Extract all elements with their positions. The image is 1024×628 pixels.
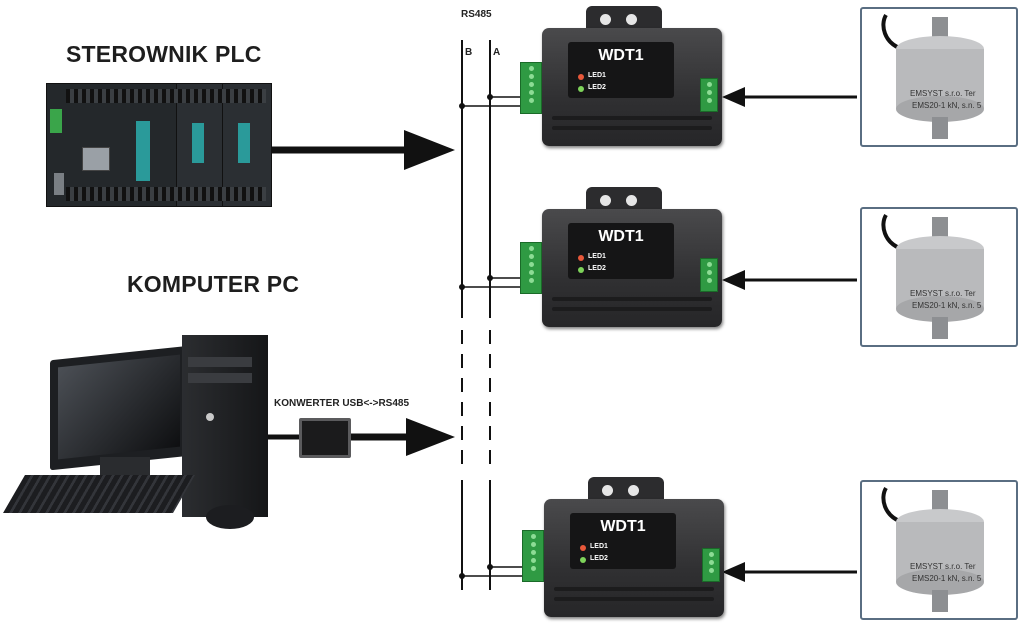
led1-label: LED1 — [588, 72, 606, 79]
led1-label: LED1 — [588, 253, 606, 260]
converter-label: KONWERTER USB<->RS485 — [274, 398, 410, 409]
load-cell-sensor-2: EMSYST s.r.o. Ter EMS20-1 kN, s.n. 5 — [860, 207, 1018, 347]
module-3-terminal-right — [702, 548, 720, 582]
led1-label: LED1 — [590, 543, 608, 550]
led1-indicator — [580, 545, 586, 551]
plc-title: STEROWNIK PLC — [66, 41, 262, 67]
module-1-wires — [459, 94, 522, 109]
sensor-label-line1: EMSYST s.r.o. Ter — [910, 562, 976, 571]
bus-line-a-label: A — [493, 47, 501, 58]
module-name: WDT1 — [600, 518, 646, 535]
load-cell-sensor-3: EMSYST s.r.o. Ter EMS20-1 kN, s.n. 5 — [860, 480, 1018, 620]
module-1-terminal-left — [520, 62, 542, 114]
plc-to-bus-arrow — [271, 130, 455, 170]
module-name: WDT1 — [598, 47, 644, 64]
pc-computer-image — [3, 335, 275, 535]
bus-line-b-label: B — [465, 47, 473, 58]
sensor-label-line1: EMSYST s.r.o. Ter — [910, 89, 976, 98]
sensor-label-line2: EMS20-1 kN, s.n. 5 — [912, 101, 982, 110]
module-display-panel: WDT1 LED1 LED2 — [568, 42, 674, 98]
led2-label: LED2 — [588, 265, 606, 272]
module-2-wires — [459, 275, 522, 290]
led1-indicator — [578, 74, 584, 80]
load-cell-icon — [881, 213, 984, 339]
converter-box — [299, 418, 351, 458]
plc-device-image — [46, 83, 272, 207]
module-2-terminal-left — [520, 242, 542, 294]
module-2-terminal-right — [700, 258, 718, 292]
led2-label: LED2 — [590, 555, 608, 562]
sensor-label-line2: EMS20-1 kN, s.n. 5 — [912, 574, 982, 583]
load-cell-icon — [881, 486, 984, 612]
sensor-1-arrow — [722, 87, 857, 107]
led2-indicator — [578, 86, 584, 92]
sensor-label-line1: EMSYST s.r.o. Ter — [910, 289, 976, 298]
led2-indicator — [578, 267, 584, 273]
wdt-module-3: WDT1 LED1 LED2 — [544, 477, 724, 617]
led2-label: LED2 — [588, 84, 606, 91]
module-display-panel: WDT1 LED1 LED2 — [570, 513, 676, 569]
load-cell-icon — [881, 13, 984, 139]
pc-title: KOMPUTER PC — [127, 271, 300, 297]
wdt-module-2: WDT1 LED1 LED2 — [542, 187, 722, 327]
sensor-2-arrow — [722, 270, 857, 290]
module-3-terminal-left — [522, 530, 544, 582]
led2-indicator — [580, 557, 586, 563]
sensor-label-line2: EMS20-1 kN, s.n. 5 — [912, 301, 982, 310]
module-1-terminal-right — [700, 78, 718, 112]
module-3-wires — [459, 564, 522, 579]
load-cell-sensor-1: EMSYST s.r.o. Ter EMS20-1 kN, s.n. 5 — [860, 7, 1018, 147]
module-name: WDT1 — [598, 228, 644, 245]
module-display-panel: WDT1 LED1 LED2 — [568, 223, 674, 279]
wdt-module-1: WDT1 LED1 LED2 — [542, 6, 722, 146]
sensor-3-arrow — [722, 562, 857, 582]
converter-to-bus-arrow — [351, 418, 455, 456]
led1-indicator — [578, 255, 584, 261]
bus-label: RS485 — [461, 9, 492, 20]
